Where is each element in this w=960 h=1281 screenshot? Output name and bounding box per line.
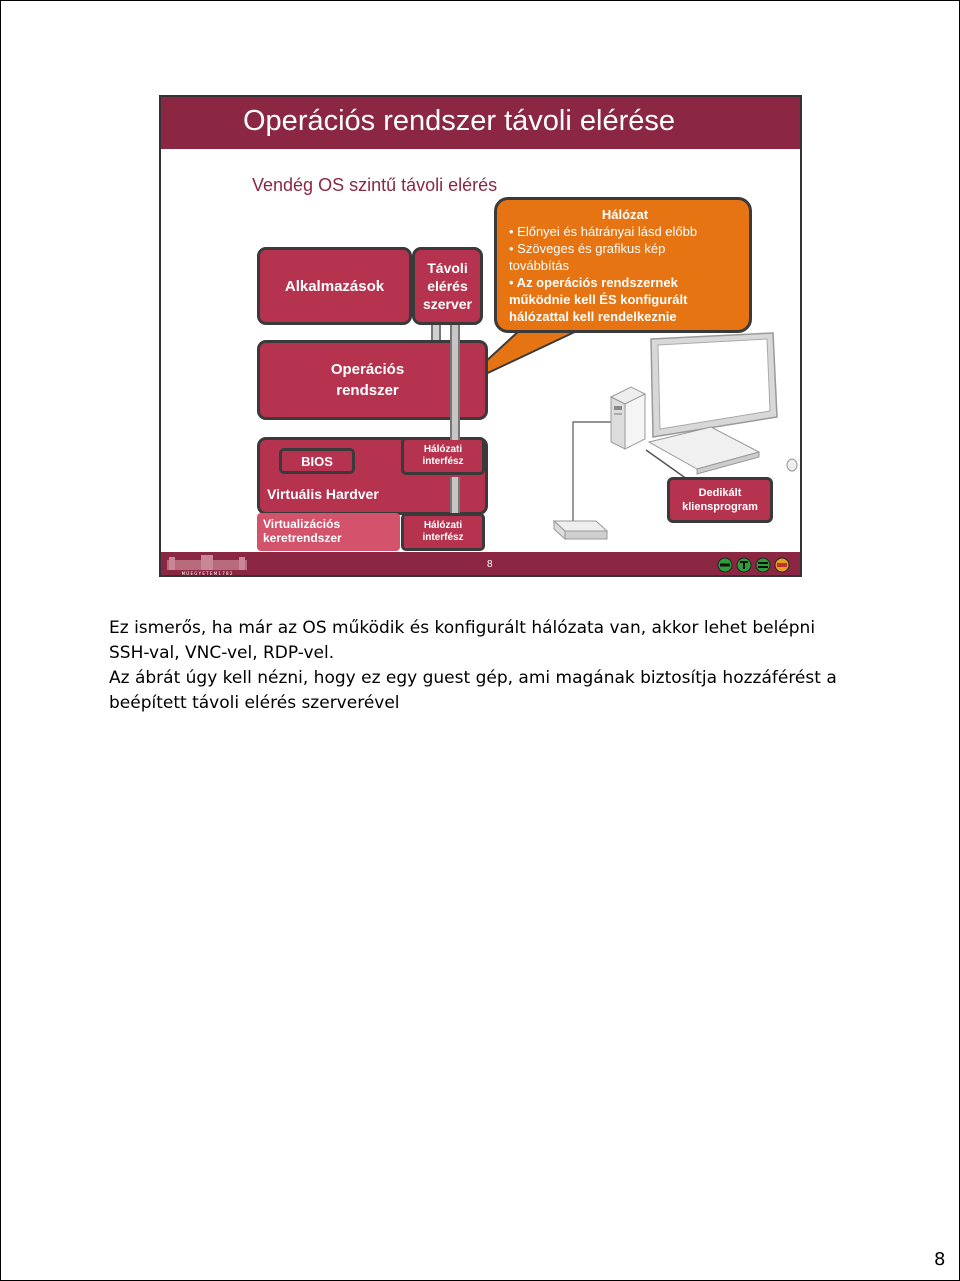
callout-item: • Előnyei és hátrányai lásd előbb (509, 224, 698, 239)
logo-text: M Ű E G Y E T E M 1 7 8 2 (182, 571, 233, 576)
slide-title: Operációs rendszer távoli elérése (243, 105, 675, 137)
physical-network-interface-box: Hálózati interfész (401, 513, 485, 551)
nic-top-line-2: interfész (422, 456, 464, 467)
nic-bottom-line-2: interfész (422, 532, 464, 543)
virtualization-line-2: keretrendszer (263, 531, 342, 545)
university-logo: M Ű E G Y E T E M 1 7 8 2 (167, 555, 247, 576)
keyboard-icon (647, 426, 761, 475)
slide-page-number: 8 (487, 559, 493, 570)
nic-top-line-1: Hálózati (423, 444, 463, 455)
network-cable (572, 421, 611, 527)
callout-item: hálózattal kell rendelkeznie (509, 309, 677, 324)
slide-thumbnail: Operációs rendszer távoli elérése Vendég… (159, 95, 802, 577)
callout-title: Hálózat (601, 207, 649, 222)
slide-footer: M Ű E G Y E T E M 1 7 8 2 8 (161, 552, 800, 576)
virtualization-framework-box: Virtualizációs keretrendszer (257, 513, 400, 551)
remote-access-server-box: Távoli elérés szerver (412, 247, 483, 325)
monitor-icon (650, 332, 778, 438)
mouse-icon (786, 458, 798, 472)
network-callout: Hálózat • Előnyei és hátrányai lásd előb… (494, 197, 752, 333)
network-pipe-upper (450, 325, 460, 440)
notes-line: SSH-val, VNC-vel, RDP-vel. (109, 643, 335, 663)
applications-box: Alkalmazások (257, 247, 412, 325)
page-number: 8 (934, 1249, 946, 1270)
server-label-line-1: Távoli (427, 260, 468, 276)
computer-tower-icon (609, 386, 647, 450)
nic-bottom-line-1: Hálózati (423, 520, 463, 531)
virtual-hardware-label: Virtuális Hardver (267, 486, 379, 502)
notes-line: Az ábrát úgy kell nézni, hogy ez egy gue… (109, 668, 837, 688)
notes-line: beépített távoli elérés szerverével (109, 693, 400, 713)
slide-subtitle: Vendég OS szintű távoli elérés (252, 175, 498, 195)
speaker-notes: Ez ismerős, ha már az OS működik és konf… (109, 616, 869, 716)
bios-box: BIOS (279, 448, 355, 474)
dedicated-client-box: Dedikált kliensprogram (667, 477, 773, 523)
os-label-line-1: Operációs (330, 361, 405, 378)
slide-header: Operációs rendszer távoli elérése (161, 97, 800, 149)
operating-system-box: Operációs rendszer (257, 340, 488, 420)
footer-nav-icons (717, 557, 790, 573)
notes-line: Ez ismerős, ha már az OS működik és konf… (109, 618, 816, 638)
callout-item: továbbítás (509, 258, 569, 273)
server-label-line-3: szerver (422, 296, 473, 312)
virtual-network-interface-box: Hálózati interfész (401, 437, 485, 475)
client-line-1: Dedikált (698, 487, 742, 499)
network-pipe-lower (450, 477, 460, 513)
client-line-2: kliensprogram (682, 501, 758, 513)
virtualization-line-1: Virtualizációs (263, 517, 341, 531)
network-switch-icon (552, 519, 609, 541)
callout-item: • Szöveges és grafikus kép (509, 241, 666, 256)
nav-icon-3 (755, 557, 771, 573)
callout-item: • Az operációs rendszernek (509, 275, 678, 290)
callout-item: működnie kell ÉS konfigurált (509, 292, 688, 307)
server-label-line-2: elérés (427, 278, 468, 294)
os-label-line-2: rendszer (336, 382, 399, 399)
